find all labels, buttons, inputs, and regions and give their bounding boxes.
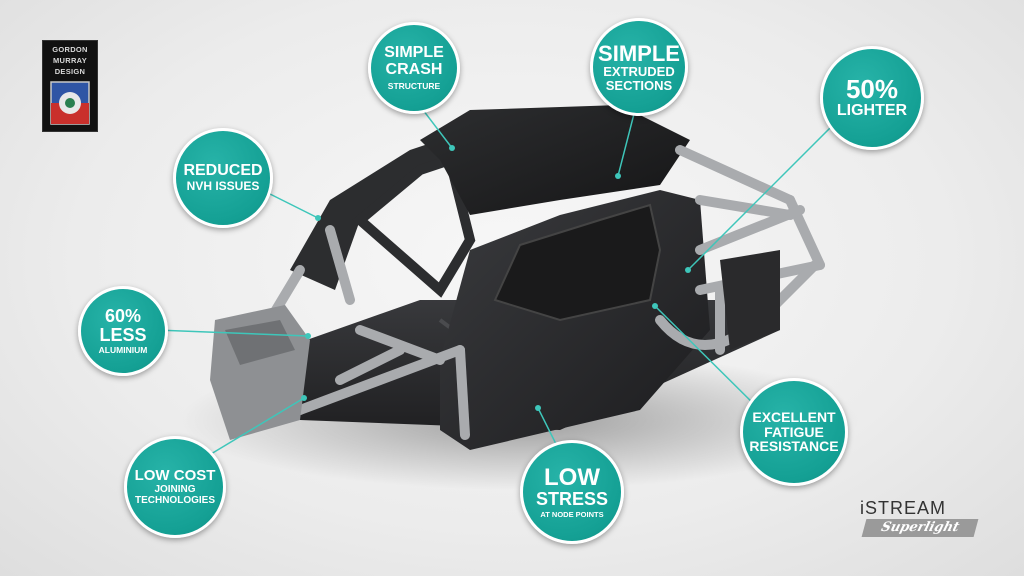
callout-line: 50% (845, 73, 899, 104)
callout-reduced-nvh-issues: REDUCED NVH ISSUES (173, 128, 273, 228)
logo-line-1: GORDON (52, 45, 88, 54)
callout-low-stress-at-node-points: LOW STRESS AT NODE POINTS (520, 440, 624, 544)
callout-line: CRASH (385, 61, 443, 79)
brand-bottom-text: Superlight (861, 519, 979, 537)
windscreen-frame (352, 153, 476, 298)
callout-simple-crash-structure: SIMPLE CRASH STRUCTURE (368, 22, 460, 114)
callout-50-percent-lighter: 50% LIGHTER (820, 46, 924, 150)
callout-line: LOW (544, 464, 600, 492)
callout-line: EXTRUDED (603, 63, 675, 79)
callout-low-cost-joining-technologies: LOW COST JOINING TECHNOLOGIES (124, 436, 226, 538)
callout-line: LIGHTER (836, 102, 908, 120)
callout-excellent-fatigue-resistance: EXCELLENT FATIGUE RESISTANCE (740, 378, 848, 486)
callout-line: NVH ISSUES (186, 179, 260, 194)
rear-panel (720, 250, 780, 350)
callout-line: SIMPLE (384, 44, 444, 62)
front-node (225, 320, 295, 365)
callout-line: TECHNOLOGIES (134, 494, 215, 506)
carbon-roof (420, 105, 690, 215)
callout-line: SECTIONS (605, 77, 673, 93)
callout-line: AT NODE POINTS (540, 510, 604, 520)
callout-line: ALUMINIUM (98, 345, 148, 356)
callout-line: STRUCTURE (387, 80, 441, 91)
brand-top-text: iSTREAM (860, 498, 947, 518)
callout-line: RESISTANCE (749, 438, 839, 455)
callout-line: SIMPLE (598, 40, 680, 66)
leader-dots (301, 145, 691, 411)
rear-tube-frame (655, 145, 825, 355)
logo-line-2: MURRAY (52, 56, 88, 65)
logo-line-3: DESIGN (54, 67, 86, 76)
callout-simple-extruded-sections: SIMPLE EXTRUDED SECTIONS (590, 18, 688, 116)
callout-line: STRESS (535, 489, 609, 510)
callout-line: FATIGUE (764, 423, 824, 440)
callout-line: LESS (99, 324, 147, 345)
callout-line: JOINING (154, 484, 196, 496)
leader-lines (155, 105, 849, 464)
gordon-murray-design-logo: GORDON MURRAY DESIGN (42, 40, 98, 132)
callout-60-percent-less-aluminium: 60% LESS ALUMINIUM (78, 286, 168, 376)
istream-superlight-logo: iSTREAM Superlight (842, 498, 982, 542)
callout-line: LOW COST (134, 466, 216, 484)
front-tube-frame (235, 225, 470, 440)
logo-emblem-icon (50, 81, 90, 125)
door-opening (493, 203, 662, 322)
callout-line: REDUCED (183, 162, 263, 180)
callout-line: 60% (104, 305, 142, 326)
callout-line: EXCELLENT (752, 408, 836, 425)
